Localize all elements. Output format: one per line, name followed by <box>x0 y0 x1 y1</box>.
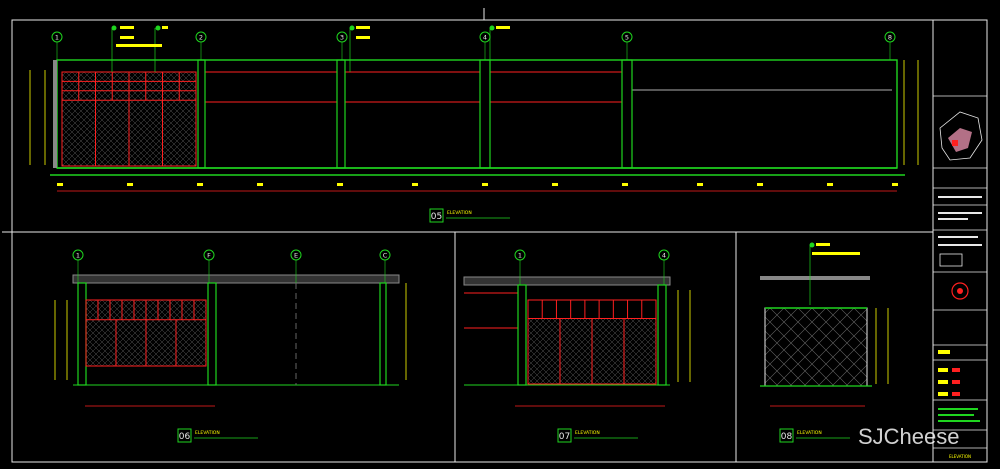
grid-marker-06-e: E <box>290 249 302 283</box>
grid-marker-top-label: 8 <box>888 34 892 42</box>
grid-marker-06-label: 1 <box>76 252 80 260</box>
view-number-07: 07 <box>559 432 570 442</box>
grid-marker-top-2: 2 <box>195 31 207 60</box>
grid-marker-top-label: 2 <box>199 34 203 42</box>
grid-marker-top-4: 4 <box>479 31 491 60</box>
logo-seal-icon <box>951 282 969 300</box>
title-block: ELEVATION <box>933 95 987 459</box>
elevation-08 <box>760 242 889 407</box>
elevation-05 <box>29 25 919 192</box>
grid-marker-06-c: C <box>379 249 391 283</box>
grid-marker-06-label: E <box>294 252 298 260</box>
view-number-08: 08 <box>781 432 793 442</box>
elevation-06 <box>54 274 407 407</box>
grid-marker-07-4: 4 <box>658 249 670 285</box>
site-plan-thumbnail <box>939 111 983 161</box>
grid-marker-06-label: C <box>383 252 388 260</box>
grid-marker-07-label: 1 <box>518 252 522 260</box>
view-title-07: 07 ELEVATION <box>557 428 638 443</box>
title-block-drawing-label: ELEVATION <box>949 454 971 459</box>
grid-marker-07-1: 1 <box>514 249 526 285</box>
grid-marker-top-3: 3 <box>336 31 348 60</box>
view-label-08: ELEVATION <box>797 430 822 436</box>
grid-marker-top-8: 8 <box>884 31 896 60</box>
view-number-06: 06 <box>179 432 191 442</box>
grid-marker-top-label: 4 <box>483 34 487 42</box>
view-label-06: ELEVATION <box>195 430 220 436</box>
grid-marker-06-f: F <box>203 249 215 283</box>
view-title-05: 05 ELEVATION <box>429 208 510 223</box>
grid-marker-top-label: 3 <box>340 34 344 42</box>
view-number-05: 05 <box>431 212 442 222</box>
elevation-07 <box>463 276 691 407</box>
grid-marker-06-1: 1 <box>72 249 84 283</box>
sheet-frame <box>2 8 988 463</box>
view-label-07: ELEVATION <box>575 430 600 436</box>
view-label-05: ELEVATION <box>447 210 472 216</box>
view-title-06: 06 ELEVATION <box>177 428 258 443</box>
grid-marker-top-label: 1 <box>55 34 59 42</box>
grid-marker-top-label: 5 <box>625 34 629 42</box>
grid-marker-top-5: 5 <box>621 31 633 60</box>
watermark-text: SJCheese <box>858 424 960 449</box>
view-title-08: 08 ELEVATION <box>779 428 850 443</box>
grid-marker-07-label: 4 <box>662 252 666 260</box>
grid-marker-06-label: F <box>207 252 211 260</box>
grid-marker-top-1: 1 <box>51 31 63 60</box>
